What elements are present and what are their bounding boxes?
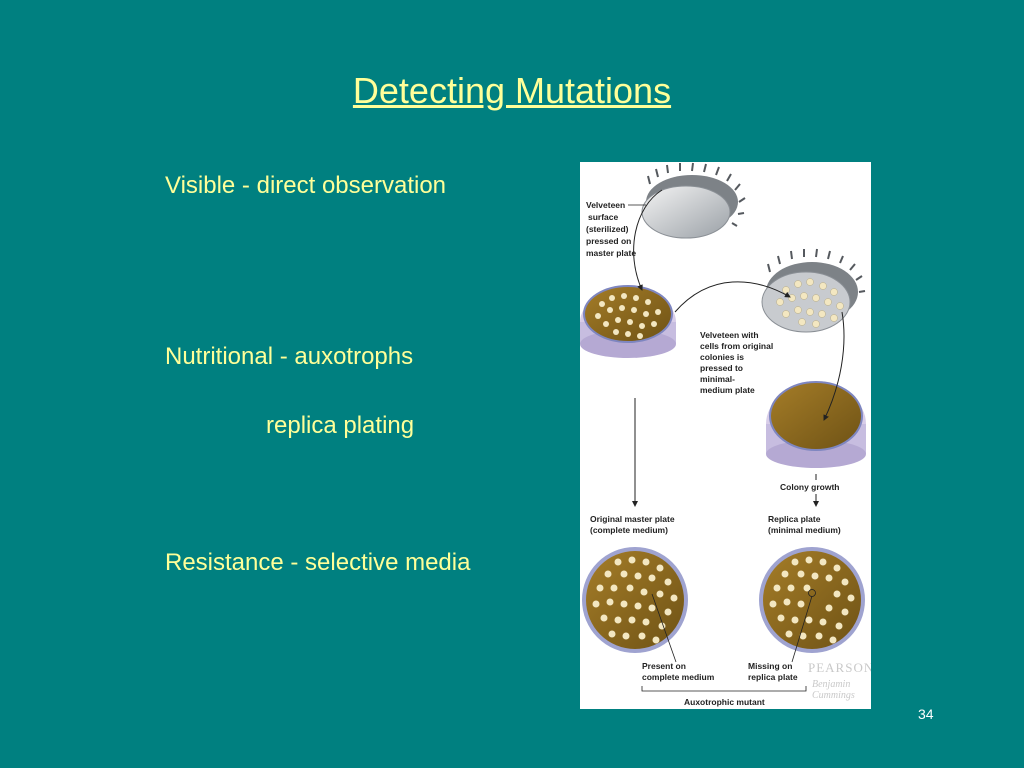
label-present: Present on complete medium [642,661,715,682]
label-missing: Missing on replica plate [748,661,798,682]
minimal-medium-plate [766,381,866,468]
label-velveteen-surface: Velveteen surface (sterilized) pressed o… [586,200,636,258]
label-colony-growth: Colony growth [780,482,840,492]
arrow-press-master [633,189,663,291]
auxotrophic-bracket [641,686,807,692]
page-number: 34 [918,706,934,722]
replica-plating-diagram: Velveteen surface (sterilized) pressed o… [580,162,871,707]
label-auxotrophic: Auxotrophic mutant [684,697,765,707]
bullet-resistance: Resistance - selective media [165,549,471,576]
replica-plating-figure: Velveteen surface (sterilized) pressed o… [580,162,871,709]
bullet-replica-plating: replica plating [266,412,415,439]
label-velveteen-cells: Velveteen with cells from original colon… [700,330,776,395]
bullet-nutritional: Nutritional - auxotrophs [165,343,414,370]
label-original-master: Original master plate (complete medium) [590,514,677,535]
label-replica-plate: Replica plate (minimal medium) [768,514,841,535]
velveteen-block-sterile [641,162,746,239]
leader-present [651,593,677,663]
pearson-logo: PEARSON [808,660,871,675]
arrow-transfer [674,281,791,313]
master-plate-initial [580,285,676,358]
replica-plate-result [759,547,865,653]
imprint-logo: Benjamin Cummings [812,679,855,701]
velveteen-block-with-colonies [761,248,866,333]
bullet-visible: Visible - direct observation [165,172,447,199]
leader-missing [791,595,813,663]
arrow-press-minimal [823,311,845,421]
slide-title: Detecting Mutations [352,70,672,111]
original-master-plate [582,547,688,653]
